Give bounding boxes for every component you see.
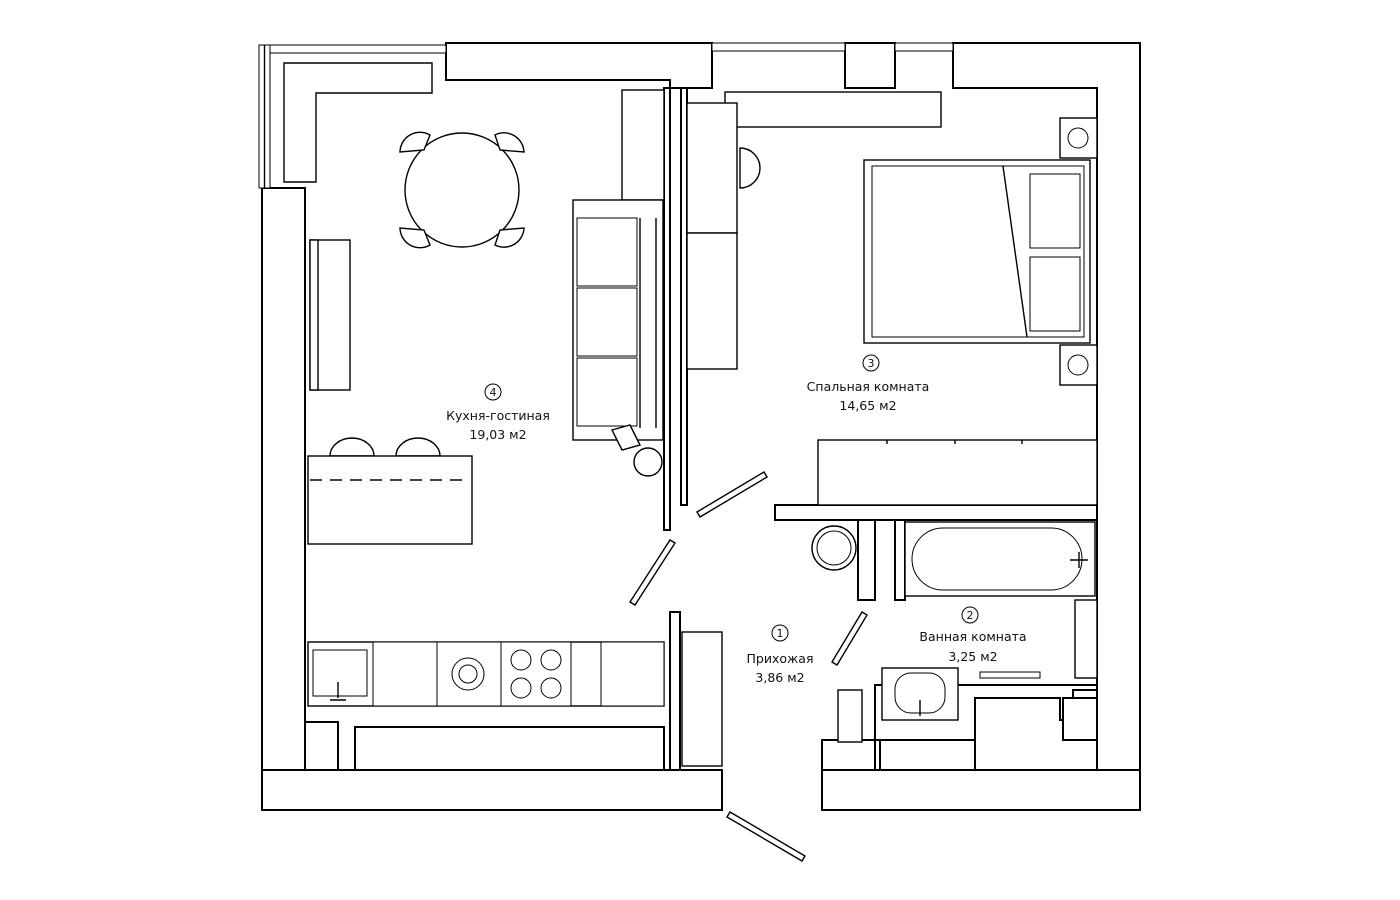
sofa-cushion-3 bbox=[576, 357, 638, 427]
room-number-circle bbox=[961, 606, 979, 624]
blanket-fold bbox=[1002, 165, 1028, 338]
wall-partition-kitchen bbox=[663, 87, 671, 531]
room-number: 3 bbox=[868, 357, 875, 370]
wall-left bbox=[261, 187, 306, 811]
hall-bathroom-furniture bbox=[681, 521, 1098, 767]
door-bedroom bbox=[696, 471, 768, 518]
kitchen-island bbox=[307, 455, 473, 545]
room-area: 3,86 м2 bbox=[755, 670, 804, 685]
bedroom-closet bbox=[817, 439, 1098, 506]
kitchen-sink bbox=[312, 649, 368, 697]
window-top-middle bbox=[711, 42, 846, 52]
wall-bath-left bbox=[857, 519, 876, 601]
wall-partition-bedroom bbox=[680, 87, 688, 506]
counter-section-3 bbox=[600, 641, 665, 707]
corner-sofa bbox=[283, 62, 433, 183]
room-number-circle bbox=[862, 354, 880, 372]
door-entrance bbox=[726, 811, 806, 862]
room-label-bathroom: 2 Ванная комната 3,25 м2 bbox=[919, 606, 1027, 664]
washing-machine-inner bbox=[816, 530, 852, 566]
counter-section-1 bbox=[372, 641, 438, 707]
room-number: 4 bbox=[490, 386, 497, 399]
bath-tap bbox=[1070, 552, 1088, 568]
door-bathroom bbox=[831, 611, 868, 666]
hall-shoe-cabinet bbox=[837, 689, 863, 743]
door-kitchen bbox=[629, 539, 676, 606]
burner-2 bbox=[540, 649, 562, 671]
room-number-circle bbox=[484, 383, 502, 401]
burner-3 bbox=[510, 677, 532, 699]
chair-top-right bbox=[494, 132, 525, 153]
round-table bbox=[404, 132, 520, 248]
lamp-top bbox=[1067, 127, 1089, 149]
sink-faucet bbox=[330, 682, 346, 701]
wall-bottom-block-mid bbox=[354, 726, 665, 771]
wall-bottom-right bbox=[821, 769, 1141, 811]
sofa-cushion-2 bbox=[576, 287, 638, 357]
walls bbox=[261, 42, 1141, 811]
wall-top-middle-pier bbox=[844, 42, 896, 89]
room-name: Спальная комната bbox=[807, 379, 930, 394]
room-area: 14,65 м2 bbox=[839, 398, 896, 413]
floor-lamp bbox=[633, 447, 663, 477]
closet-doors bbox=[886, 440, 1023, 444]
bedroom-wardrobe bbox=[686, 232, 738, 370]
wall-bottom-block-left bbox=[304, 721, 339, 771]
cooktop bbox=[500, 641, 572, 707]
doors bbox=[629, 471, 868, 862]
room-label-kitchen: 4 Кухня-гостиная 19,03 м2 bbox=[446, 383, 550, 442]
room-name: Ванная комната bbox=[919, 629, 1026, 644]
wardrobe-kitchen bbox=[621, 89, 665, 201]
wall-top-left bbox=[445, 42, 713, 89]
burner-1 bbox=[510, 649, 532, 671]
burner-4 bbox=[540, 677, 562, 699]
room-label-bedroom: 3 Спальная комната 14,65 м2 bbox=[807, 354, 930, 413]
room-number: 2 bbox=[967, 609, 974, 622]
kitchen-living-furniture bbox=[283, 62, 665, 707]
room-area: 19,03 м2 bbox=[469, 427, 526, 442]
wall-niche bbox=[879, 739, 976, 771]
chair-top-left bbox=[399, 131, 431, 153]
wall-bedroom-bottom bbox=[774, 504, 1098, 521]
wall-bath-right-niche bbox=[1062, 697, 1098, 741]
bathtub-inner bbox=[911, 527, 1083, 591]
bath-cabinet bbox=[1074, 599, 1098, 679]
wall-bath-lower-left bbox=[821, 739, 876, 771]
desk bbox=[686, 102, 738, 234]
chair-bottom-left bbox=[399, 227, 431, 249]
bedroom-furniture bbox=[686, 91, 1098, 506]
room-label-hall: 1 Прихожая 3,86 м2 bbox=[747, 624, 814, 685]
room-number-circle bbox=[771, 624, 789, 642]
washer-drum-inner bbox=[458, 664, 478, 684]
window-top-right bbox=[894, 42, 954, 52]
bath-shelf bbox=[979, 671, 1041, 679]
tv-screen bbox=[309, 239, 319, 391]
windows bbox=[258, 42, 954, 189]
desk-chair bbox=[739, 147, 761, 189]
chair-bottom-right bbox=[494, 227, 525, 248]
wall-bottom-left bbox=[261, 769, 723, 811]
wall-shelf bbox=[724, 91, 942, 128]
lamp-bottom bbox=[1067, 354, 1089, 376]
room-name: Кухня-гостиная bbox=[446, 408, 550, 423]
room-number: 1 bbox=[777, 627, 784, 640]
hall-wardrobe bbox=[681, 631, 723, 767]
room-area: 3,25 м2 bbox=[948, 649, 997, 664]
sofa-cushion-1 bbox=[576, 217, 638, 287]
window-top-left bbox=[269, 44, 447, 54]
bar-stool-2 bbox=[395, 437, 441, 457]
pillow-2 bbox=[1029, 256, 1081, 332]
lamp-shade bbox=[610, 424, 642, 451]
bar-stool-1 bbox=[329, 437, 375, 457]
pillow-1 bbox=[1029, 173, 1081, 249]
wall-bath-inner bbox=[894, 519, 906, 601]
room-name: Прихожая bbox=[747, 651, 814, 666]
wall-hall-right bbox=[669, 611, 681, 771]
sofa-back bbox=[639, 218, 657, 428]
